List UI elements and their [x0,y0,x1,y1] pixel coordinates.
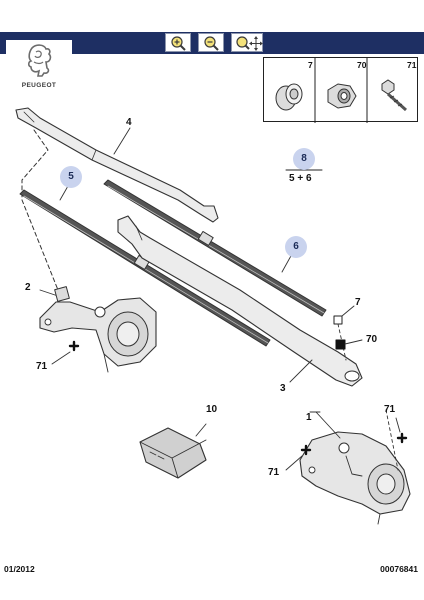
callout-wiper-arm-left: 4 [126,117,132,128]
nut-icon [327,83,357,109]
screw-marker-right-b [300,444,312,456]
callout-nut: 70 [366,334,378,345]
zoom-pan-icon [236,36,263,51]
wiper-ecu [139,423,207,479]
leader-71-right-a [395,417,401,433]
callout-ecu: 10 [206,404,218,415]
leader-3 [289,359,313,383]
callout-screw-right-a: 71 [384,404,396,415]
callout-motor-left: 2 [25,282,31,293]
leader-2 [39,289,59,297]
footer-date: 01/2012 [4,564,35,574]
wiper-motor-right [299,411,411,525]
legend-label-screw: 71 [407,60,417,70]
wiper-blade-right [103,179,327,317]
callout-screw-left: 71 [36,361,48,372]
leader-71-right-b [285,455,303,471]
leader-5 [59,185,69,201]
lion-icon [27,44,52,77]
leader-arm4-motor2 [21,129,59,291]
footer-reference: 00076841 [380,564,418,574]
cap-icon [275,83,303,111]
screw-marker-right-a [396,432,408,444]
zoom-pan-button[interactable] [231,33,263,52]
leader-6 [281,253,293,273]
wiper-blade-left [19,189,271,347]
screw-icon [381,79,407,112]
zoom-out-button[interactable] [198,33,224,52]
leader-71-left [51,351,71,365]
zoom-in-icon [171,36,186,51]
legend-parts [275,58,407,123]
peugeot-logo: PEUGEOT [6,40,72,98]
callout-wiper-blade-right[interactable]: 6 [285,236,307,258]
wiper-arm-right [117,215,363,387]
callout-cap: 7 [355,297,361,308]
set-formula: 5 + 6 [289,173,312,184]
legend-label-cap: 7 [308,60,313,70]
callout-wiper-blade-left[interactable]: 5 [60,166,82,188]
callout-motor-right: 1 [306,412,312,423]
legend-label-nut: 70 [357,60,367,70]
logo-text: PEUGEOT [21,82,57,89]
leader-4 [113,127,131,155]
nut-marker [335,339,363,350]
callout-set-ref[interactable]: 8 [293,148,315,170]
legend-box: 7 70 71 [263,57,418,123]
leader-71-right-dashed [385,409,399,471]
wiper-arm-left [15,107,219,223]
callout-wiper-arm-right: 3 [280,383,286,394]
screw-marker-left [68,340,80,352]
zoom-out-icon [204,36,219,51]
wiper-motor-left [39,286,157,373]
zoom-in-button[interactable] [165,33,191,52]
callout-screw-right-b: 71 [268,467,280,478]
